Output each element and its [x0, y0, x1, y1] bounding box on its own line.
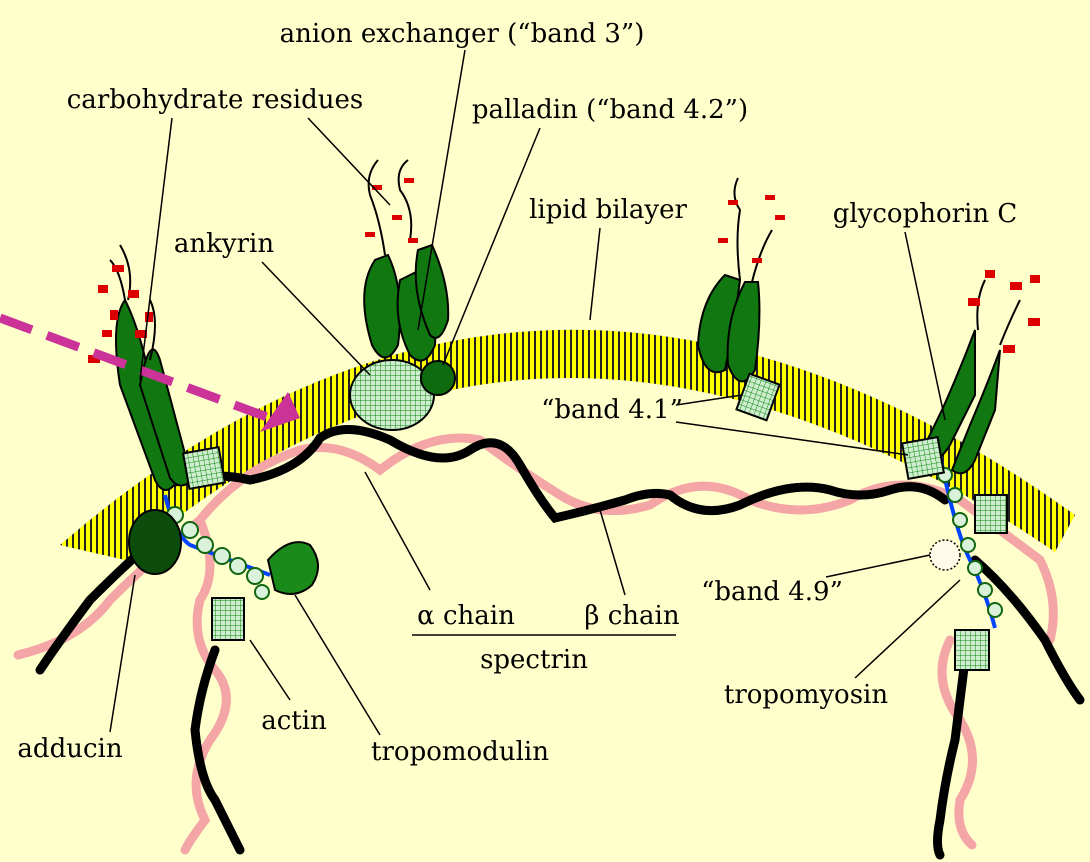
label-tropomodulin: tropomodulin	[371, 737, 549, 767]
label-spectrin: spectrin	[480, 645, 588, 675]
label-alpha-chain: α chain	[417, 601, 515, 631]
label-tropomyosin: tropomyosin	[724, 680, 888, 710]
label-carbohydrate-residues: carbohydrate residues	[67, 85, 364, 115]
label-adducin: adducin	[17, 734, 122, 764]
label-band-4-1: “band 4.1”	[541, 395, 683, 425]
label-band-4-9: “band 4.9”	[701, 577, 843, 607]
tropomyosin-lines	[165, 455, 995, 628]
label-anion-exchanger: anion exchanger (“band 3”)	[280, 19, 645, 49]
label-lipid-bilayer: lipid bilayer	[529, 195, 687, 225]
label-ankyrin: ankyrin	[174, 229, 274, 259]
label-palladin: palladin (“band 4.2”)	[472, 95, 748, 125]
label-glycophorin-c: glycophorin C	[833, 199, 1018, 229]
label-beta-chain: β chain	[584, 601, 679, 631]
label-actin: actin	[261, 706, 327, 736]
